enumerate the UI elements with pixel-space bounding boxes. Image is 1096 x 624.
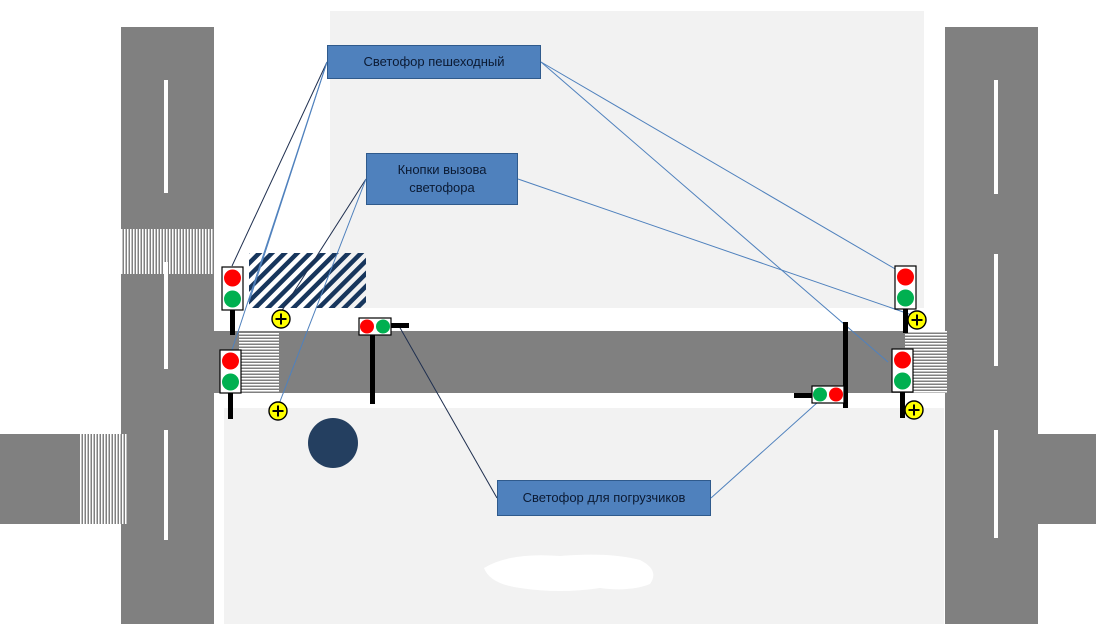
- call-button-left-top-call-button-icon: [271, 309, 291, 329]
- crosswalk-left-branch: [80, 434, 127, 524]
- loader-light-left-traffic-light-horizontal-icon: [358, 317, 392, 336]
- call-button-right-top-call-button-icon: [907, 310, 927, 330]
- poles: [228, 309, 908, 419]
- lane-markings: [164, 80, 998, 540]
- pole-loader-right: [843, 322, 848, 408]
- pole-left-top: [230, 309, 235, 335]
- ped-light-right-top-traffic-light-vertical-icon: [894, 265, 917, 310]
- white-patch: [484, 554, 654, 591]
- pole-right-top: [903, 309, 908, 333]
- label-call-buttons: Кнопки вызова светофора: [366, 153, 518, 205]
- ped-light-left-top-traffic-light-vertical-icon: [221, 266, 244, 311]
- pole-left-bottom: [228, 393, 233, 419]
- crosswalk-left-middle: [239, 333, 279, 392]
- left-branch-road: [0, 434, 121, 524]
- crosswalk-right: [905, 331, 947, 393]
- right-road: [945, 27, 1038, 624]
- ped-light-left-bottom-traffic-light-vertical-icon: [219, 349, 242, 394]
- leader-lines: [231, 61, 913, 499]
- pole-right-bottom: [900, 392, 905, 418]
- middle-road: [214, 331, 945, 393]
- pole-loader-right-arm: [794, 393, 814, 398]
- loader-light-right-traffic-light-horizontal-icon: [811, 385, 845, 404]
- hatched-zone: [249, 253, 366, 308]
- pole-loader-left: [370, 332, 375, 404]
- ped-light-right-bottom-traffic-light-vertical-icon: [891, 348, 914, 393]
- right-branch-road: [1038, 434, 1096, 524]
- pole-loader-left-arm: [390, 323, 409, 328]
- label-pedestrian-lights: Светофор пешеходный: [327, 45, 541, 79]
- call-button-left-bottom-call-button-icon: [268, 401, 288, 421]
- round-column: [308, 418, 358, 468]
- call-button-right-bottom-call-button-icon: [904, 400, 924, 420]
- label-loader-lights: Светофор для погрузчиков: [497, 480, 711, 516]
- crosswalk-left-top: [121, 229, 213, 274]
